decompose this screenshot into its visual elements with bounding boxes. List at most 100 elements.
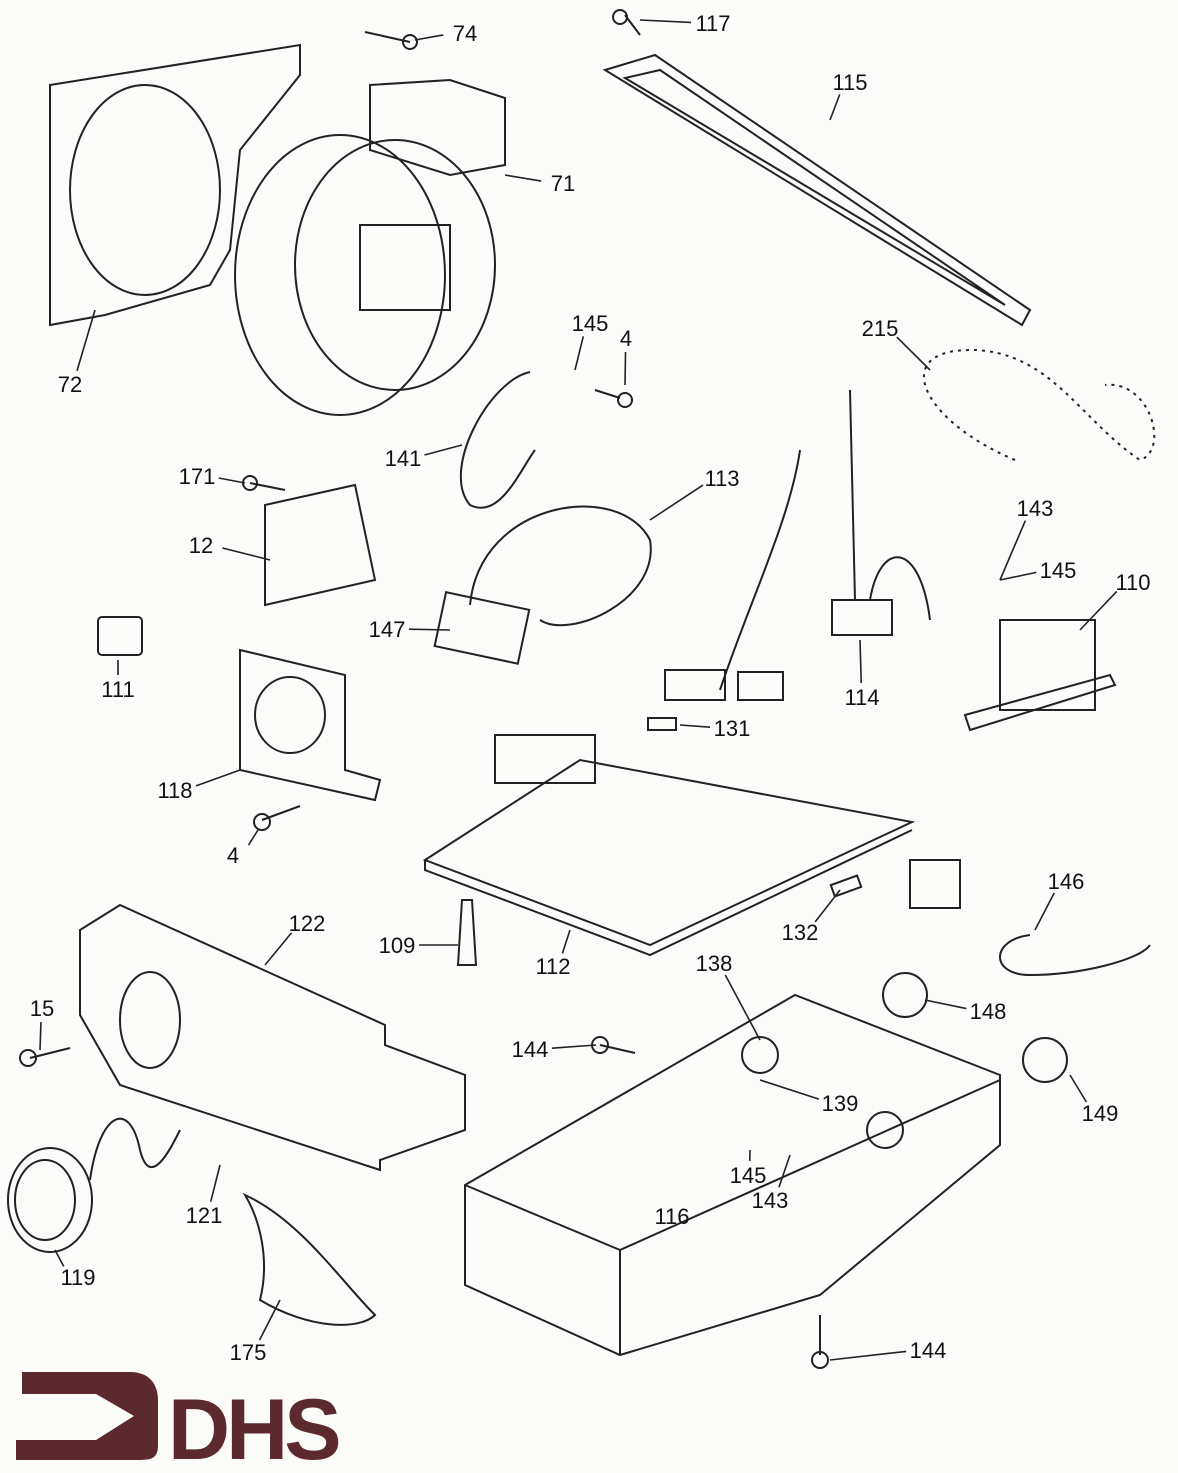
part-122-cover bbox=[79, 903, 466, 1172]
part-label-147: 147 bbox=[369, 617, 406, 642]
part-146-sensor-wire bbox=[999, 934, 1151, 977]
part-label-71: 71 bbox=[551, 171, 575, 196]
leader-line-71 bbox=[504, 174, 542, 182]
part-71-fan-face bbox=[294, 139, 496, 391]
part-label-119: 119 bbox=[60, 1265, 95, 1290]
leader-line-145 bbox=[999, 571, 1037, 581]
part-215-chain bbox=[922, 348, 1156, 462]
part-131-fuse bbox=[647, 717, 677, 731]
part-118-bracket-hole bbox=[254, 676, 326, 754]
part-label-4: 4 bbox=[227, 843, 239, 868]
part-138-grommet bbox=[741, 1036, 779, 1074]
part-label-145: 145 bbox=[730, 1163, 767, 1188]
part-113-connector-a bbox=[664, 669, 726, 701]
logo-text: DHS bbox=[168, 1382, 338, 1473]
leader-line-138 bbox=[724, 974, 761, 1041]
part-112-circuit-board bbox=[422, 758, 916, 947]
part-label-149: 149 bbox=[1082, 1101, 1119, 1126]
leader-line-131 bbox=[679, 724, 711, 728]
leader-line-139 bbox=[759, 1079, 820, 1100]
part-label-175: 175 bbox=[230, 1340, 267, 1365]
part-label-74: 74 bbox=[453, 21, 477, 46]
leader-line-146 bbox=[1034, 892, 1055, 931]
leader-line-144 bbox=[829, 1350, 907, 1361]
part-139-grommet bbox=[866, 1111, 904, 1149]
part-label-109: 109 bbox=[379, 933, 416, 958]
leader-line-145 bbox=[574, 336, 585, 371]
part-112-board-edge bbox=[424, 829, 913, 957]
leader-line-118 bbox=[195, 769, 241, 787]
part-label-118: 118 bbox=[157, 778, 192, 803]
screws bbox=[19, 9, 829, 1369]
leader-line-74 bbox=[414, 34, 444, 41]
part-label-144: 144 bbox=[512, 1037, 549, 1062]
leader-line-175 bbox=[258, 1299, 281, 1341]
part-113-wiring-harness bbox=[469, 449, 801, 691]
leader-line-143 bbox=[999, 520, 1027, 581]
leader-line-110 bbox=[1079, 590, 1118, 631]
part-113-connector-b bbox=[737, 671, 784, 701]
part-label-112: 112 bbox=[535, 954, 570, 979]
leader-line-4 bbox=[247, 829, 259, 846]
part-114-wires bbox=[849, 389, 931, 621]
part-label-114: 114 bbox=[844, 685, 879, 710]
part-label-146: 146 bbox=[1048, 869, 1085, 894]
part-132-fuse bbox=[829, 874, 863, 898]
part-label-139: 139 bbox=[822, 1091, 859, 1116]
leader-line-141 bbox=[424, 444, 463, 456]
leader-line-12 bbox=[222, 547, 271, 561]
part-label-132: 132 bbox=[782, 920, 819, 945]
leader-line-15 bbox=[39, 1021, 42, 1051]
leader-line-117 bbox=[639, 19, 692, 24]
leader-line-149 bbox=[1069, 1074, 1088, 1103]
part-label-121: 121 bbox=[186, 1203, 223, 1228]
part-label-12: 12 bbox=[189, 533, 213, 558]
part-110-transformer bbox=[999, 619, 1096, 711]
part-119-pressure-gauge bbox=[7, 1147, 93, 1253]
part-119-gauge-face bbox=[14, 1159, 76, 1241]
part-label-143: 143 bbox=[752, 1188, 789, 1213]
leader-line-121 bbox=[209, 1164, 221, 1202]
part-label-115: 115 bbox=[832, 70, 867, 95]
leader-line-115 bbox=[829, 94, 841, 121]
part-label-113: 113 bbox=[704, 466, 739, 491]
part-119-capillary bbox=[89, 1117, 181, 1181]
leader-line-114 bbox=[859, 639, 863, 684]
leader-line-132 bbox=[814, 889, 841, 923]
part-label-122: 122 bbox=[289, 911, 326, 936]
part-label-145: 145 bbox=[572, 311, 609, 336]
leader-line-171 bbox=[218, 477, 246, 484]
part-71-fan-outlet bbox=[369, 78, 506, 177]
leader-line-143 bbox=[778, 1154, 791, 1188]
part-122-cover-opening bbox=[119, 971, 181, 1069]
part-147-connector bbox=[433, 591, 531, 665]
leader-line-112 bbox=[561, 929, 571, 954]
part-connector-right bbox=[909, 859, 961, 909]
part-label-138: 138 bbox=[696, 951, 733, 976]
part-label-143: 143 bbox=[1017, 496, 1054, 521]
part-12-terminal-block bbox=[264, 483, 377, 607]
part-label-110: 110 bbox=[1115, 570, 1150, 595]
part-175-insulation bbox=[242, 1192, 377, 1326]
part-141-earth-wire bbox=[459, 371, 536, 509]
part-label-72: 72 bbox=[58, 372, 82, 397]
part-148-gland bbox=[882, 972, 928, 1018]
part-115-frame-gasket bbox=[602, 53, 1032, 327]
part-label-4: 4 bbox=[620, 326, 632, 351]
part-label-116: 116 bbox=[654, 1204, 689, 1229]
part-label-111: 111 bbox=[101, 677, 134, 702]
part-label-148: 148 bbox=[970, 999, 1007, 1024]
part-label-117: 117 bbox=[695, 11, 730, 36]
part-label-15: 15 bbox=[30, 996, 54, 1021]
part-109-spacer bbox=[456, 899, 478, 966]
part-label-215: 215 bbox=[862, 316, 899, 341]
part-label-141: 141 bbox=[385, 446, 422, 471]
leader-line-122 bbox=[264, 932, 293, 966]
leader-line-113 bbox=[649, 484, 704, 521]
part-114-connector bbox=[831, 599, 893, 636]
leader-line-4 bbox=[624, 351, 627, 386]
leader-line-72 bbox=[76, 309, 96, 371]
leader-line-215 bbox=[896, 336, 931, 371]
part-label-144: 144 bbox=[910, 1338, 947, 1363]
